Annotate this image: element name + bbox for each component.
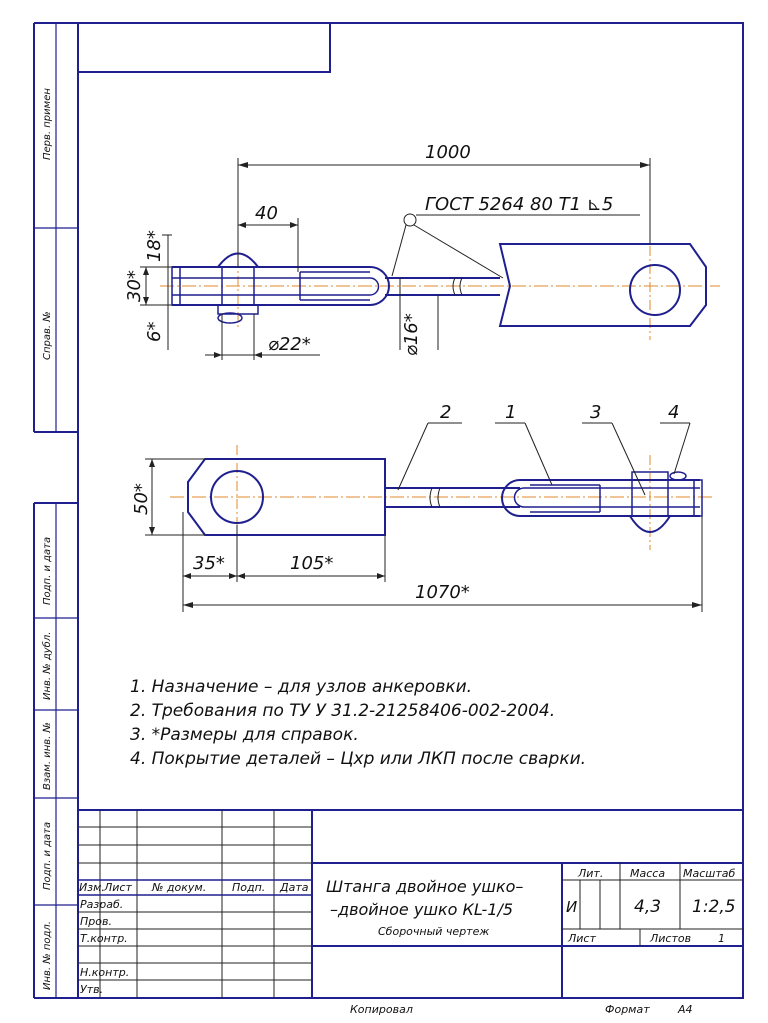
dim-d22: ⌀22*	[268, 334, 311, 355]
listov-label: Листов	[649, 932, 691, 945]
side-label-podp-data-2: Подп. и дата	[42, 822, 53, 890]
drawing-title-line2: –двойное ушко КL-1/5	[330, 900, 513, 919]
lit-value: И	[566, 898, 577, 916]
side-label-inv-no-podl: Инв. № подл.	[42, 921, 53, 990]
dim-6: 6*	[144, 322, 165, 342]
listov-value: 1	[718, 932, 725, 945]
drawing-subtitle: Сборочный чертеж	[378, 925, 489, 938]
row-label-nkontr: Н.контр.	[80, 966, 129, 979]
row-label-utv: Утв.	[80, 983, 103, 996]
dim-35: 35*	[193, 553, 225, 574]
dim-50: 50*	[131, 483, 152, 515]
bottom-view: 2 1 3 4 50* 35* 105* 1070*	[131, 402, 715, 612]
col-header-list: Лист	[103, 881, 132, 894]
side-label-perv-primen: Перв. примен	[42, 88, 53, 160]
col-header-podp: Подп.	[232, 881, 265, 894]
list-label: Лист	[567, 932, 596, 945]
callout-2: 2	[440, 402, 451, 423]
side-label-podp-data-1: Подп. и дата	[42, 537, 53, 605]
weld-gost-note: ГОСТ 5264 80 Т1 ⊾5	[425, 194, 613, 215]
col-header-izm: Изм.	[79, 881, 105, 894]
row-label-razrab: Разраб.	[80, 898, 123, 911]
side-label-vzam-inv-no: Взам. инв. №	[42, 722, 53, 790]
note-1: 1. Назначение – для узлов анкеровки.	[130, 677, 472, 697]
side-label-inv-no-dubl: Инв. № дубл.	[41, 632, 53, 700]
dim-40: 40	[255, 203, 278, 224]
dim-d16: ⌀16*	[401, 313, 422, 356]
footer-kopiroval: Копировал	[350, 1003, 413, 1016]
note-4: 4. Покрытие деталей – Цхр или ЛКП после …	[130, 749, 586, 769]
drawing-title-line1: Штанга двойное ушко–	[326, 877, 523, 896]
left-margin-strip	[33, 22, 78, 999]
note-3: 3. *Размеры для справок.	[130, 725, 359, 745]
massa-label: Масса	[630, 867, 665, 880]
top-left-box	[78, 23, 331, 73]
row-label-prov: Пров.	[80, 915, 112, 928]
footer-format-value: А4	[677, 1003, 693, 1016]
lit-label: Лит.	[577, 867, 603, 880]
side-label-sprav-no: Справ. №	[42, 311, 53, 360]
note-2: 2. Требования по ТУ У 31.2-21258406-002-…	[130, 701, 555, 721]
footer-format-label: Формат	[605, 1003, 650, 1016]
dim-30: 30*	[124, 270, 145, 302]
masshtab-label: Масштаб	[683, 867, 735, 880]
top-view: 1000 40 ГОСТ 5264 80 Т1 ⊾5 30* 18* 6* ⌀2…	[124, 142, 720, 360]
col-header-dokum: № докум.	[151, 881, 206, 894]
row-label-tkontr: Т.контр.	[80, 932, 128, 945]
col-header-data: Дата	[279, 881, 309, 894]
dim-105: 105*	[290, 553, 333, 574]
masshtab-value: 1:2,5	[692, 897, 736, 917]
dim-1070: 1070*	[415, 582, 470, 603]
technical-notes: 1. Назначение – для узлов анкеровки. 2. …	[130, 677, 586, 769]
dim-1000: 1000	[425, 142, 471, 163]
dim-18: 18*	[144, 230, 165, 262]
massa-value: 4,3	[634, 897, 661, 917]
title-block: Изм. Лист № докум. Подп. Дата Разраб. Пр…	[78, 809, 743, 998]
sheet-frame	[77, 22, 744, 999]
callout-1: 1	[505, 402, 516, 423]
callout-4: 4	[668, 402, 679, 423]
callout-3: 3	[590, 402, 601, 423]
